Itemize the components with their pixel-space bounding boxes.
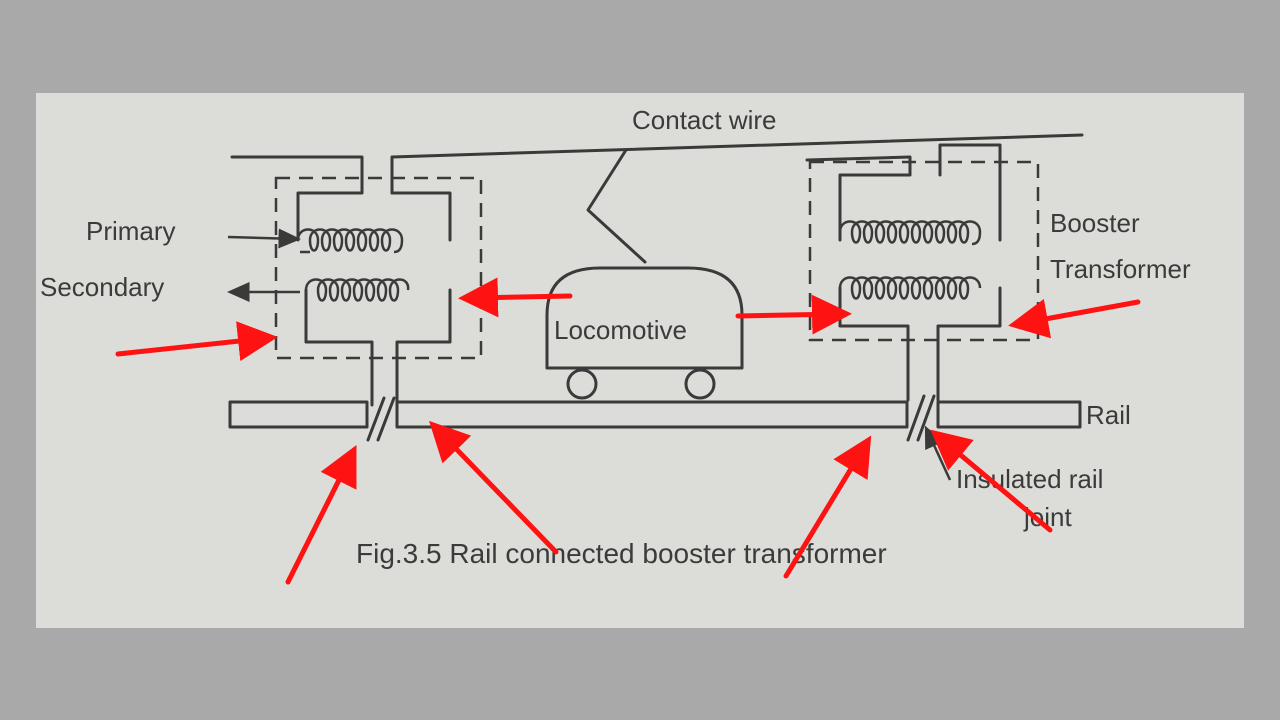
right-transformer-enclosure [808,160,1040,342]
right-primary-coil [838,220,982,246]
locomotive [545,266,744,400]
left-booster-transformer [274,176,483,407]
transformer-label: Transformer [1050,254,1191,284]
contact-wire [230,133,1084,242]
booster-label: Booster [1050,208,1140,238]
secondary-label: Secondary [40,272,164,302]
rail-right-segment [936,400,1082,429]
red-arrow-middle-rail-left [429,420,559,555]
left-transformer-enclosure [274,176,483,360]
locomotive-wheel-left [566,368,598,400]
rail-middle-segment [395,400,909,429]
pantograph [586,148,647,264]
red-arrow-right-secondary [735,294,852,335]
primary-pointer-arrow [227,228,301,249]
red-arrow-left-enclosure [115,321,278,362]
rail-left-segment [228,400,369,429]
right-secondary-coil [838,276,982,300]
locomotive-wheel-right [684,368,716,400]
rail-label: Rail [1086,400,1131,430]
contact-wire-label: Contact wire [632,105,777,135]
left-primary-coil [296,228,404,254]
red-arrow-middle-rail-right [783,435,872,579]
locomotive-label: Locomotive [554,315,687,345]
red-arrow-right-enclosure [1008,298,1141,339]
red-annotation-arrows [115,277,1141,585]
red-arrow-left-joint [285,445,357,585]
rails [228,400,1082,429]
red-arrow-right-joint [930,429,1053,533]
left-secondary-coil [304,278,410,302]
red-arrow-left-secondary [458,277,573,318]
insulated-rail-joint-left [366,396,396,442]
insulated-rail-joint-right [906,394,936,442]
primary-label: Primary [86,216,176,246]
